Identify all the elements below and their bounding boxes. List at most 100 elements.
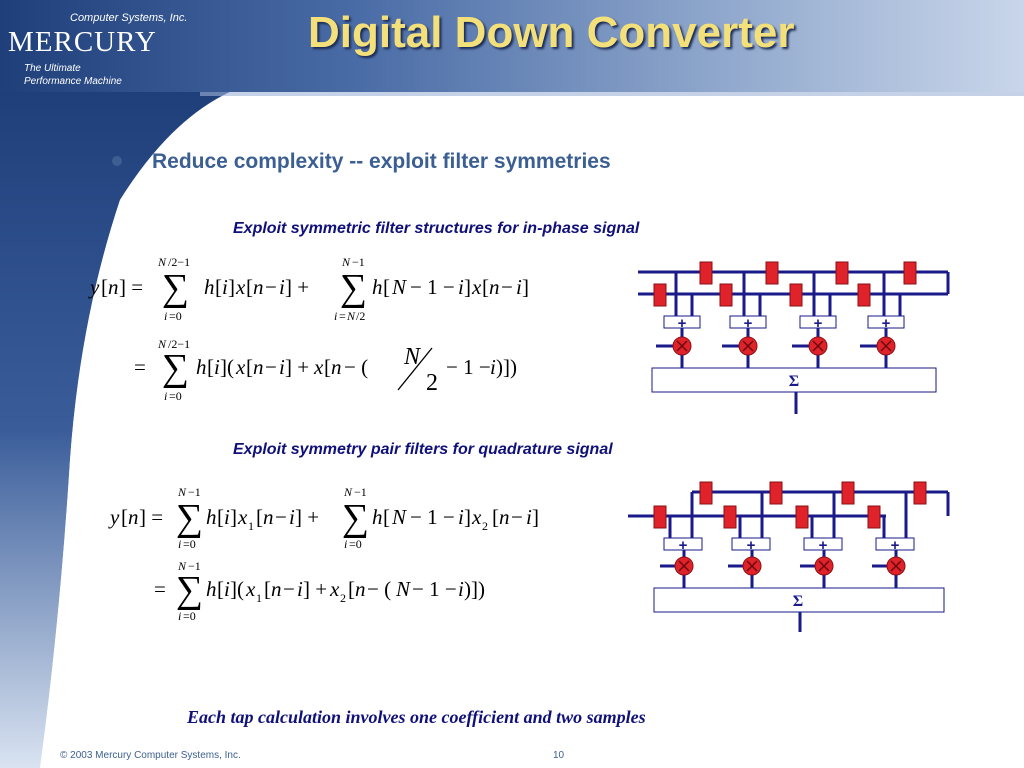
svg-text:−: − (265, 275, 277, 299)
svg-text:i: i (344, 537, 347, 551)
svg-text:[: [ (348, 577, 355, 601)
svg-text:h: h (206, 505, 217, 529)
svg-text:i: i (297, 577, 303, 601)
svg-text:[: [ (217, 577, 224, 601)
svg-text:]: ] (464, 505, 471, 529)
svg-text:∑: ∑ (342, 497, 369, 539)
svg-text:x: x (245, 577, 256, 601)
svg-text:i: i (458, 577, 464, 601)
svg-text:∑: ∑ (176, 497, 203, 539)
svg-text:+: + (819, 537, 828, 554)
svg-text:[: [ (256, 505, 263, 529)
svg-text:/2: /2 (356, 309, 365, 323)
logo-tagline-1: The Ultimate (24, 63, 81, 74)
svg-text:−: − (275, 505, 287, 529)
inphase-subtitle: Exploit symmetric filter structures for … (233, 220, 640, 237)
svg-text:−1: −1 (354, 485, 367, 499)
svg-text:N: N (346, 309, 356, 323)
svg-text:n: n (253, 355, 264, 379)
svg-text:x: x (329, 577, 340, 601)
svg-text:i: i (164, 389, 167, 403)
svg-text:]: ] (464, 275, 471, 299)
svg-text:n: n (128, 505, 139, 529)
svg-text:N: N (177, 559, 187, 573)
svg-text:] +: ] + (295, 505, 319, 529)
svg-text:)]): )]) (464, 577, 485, 601)
svg-text:] +: ] + (285, 355, 309, 379)
svg-text:i: i (526, 505, 532, 529)
svg-text:i: i (222, 275, 228, 299)
svg-text:Σ: Σ (793, 593, 803, 610)
svg-text:=0: =0 (183, 537, 196, 551)
svg-text:N: N (403, 344, 422, 370)
svg-text:h: h (372, 275, 383, 299)
svg-text:n: n (499, 505, 510, 529)
svg-text:i: i (516, 275, 522, 299)
svg-text:−: − (511, 505, 523, 529)
svg-text:Σ: Σ (789, 373, 799, 390)
svg-text:2: 2 (340, 591, 346, 605)
svg-text:]: ] (230, 505, 237, 529)
svg-text:/2−1: /2−1 (168, 255, 190, 269)
svg-text:x: x (235, 275, 246, 299)
svg-text:−1: −1 (352, 255, 365, 269)
svg-text:[: [ (383, 275, 390, 299)
svg-text:− (: − ( (367, 577, 391, 601)
svg-text:[: [ (482, 275, 489, 299)
svg-text:h: h (206, 577, 217, 601)
svg-text:i: i (289, 505, 295, 529)
svg-text:i: i (334, 309, 337, 323)
svg-text:−1: −1 (188, 559, 201, 573)
svg-text:[: [ (383, 505, 390, 529)
svg-text:−: − (283, 577, 295, 601)
svg-text:N: N (177, 485, 187, 499)
svg-text:[: [ (246, 355, 253, 379)
quadrature-filter-diagram: + + + + Σ (628, 481, 950, 632)
footer-copyright: © 2003 Mercury Computer Systems, Inc. (60, 750, 241, 761)
svg-text:=: = (154, 577, 166, 601)
svg-text:∑: ∑ (176, 569, 203, 611)
logo-company-line: Computer Systems, Inc. (70, 12, 188, 24)
svg-text:N: N (391, 275, 407, 299)
svg-text:n: n (108, 275, 119, 299)
svg-text:2: 2 (426, 370, 438, 396)
svg-text:i: i (178, 537, 181, 551)
svg-text:− 1 −: − 1 − (410, 505, 455, 529)
summary-note: Each tap calculation involves one coeffi… (187, 707, 646, 727)
svg-text:n: n (489, 275, 500, 299)
svg-text:=: = (134, 355, 146, 379)
svg-text:−1: −1 (188, 485, 201, 499)
svg-text:+: + (744, 315, 753, 332)
svg-text:h: h (196, 355, 207, 379)
inphase-equations: y[n] = N/2−1 ∑ i=0 h[i] x[n−i] + N−1 ∑ i… (88, 255, 529, 403)
inphase-filter-diagram: + + + + Σ (638, 261, 950, 414)
svg-text:−: − (501, 275, 513, 299)
svg-text:i: i (224, 577, 230, 601)
svg-text:N: N (157, 255, 167, 269)
svg-text:[: [ (215, 275, 222, 299)
svg-text:n: n (253, 275, 264, 299)
svg-text:/2−1: /2−1 (168, 337, 190, 351)
svg-text:=0: =0 (349, 537, 362, 551)
svg-text:=: = (339, 309, 346, 323)
svg-text:+: + (891, 537, 900, 554)
svg-text:n: n (263, 505, 274, 529)
logo-tagline-2: Performance Machine (24, 76, 122, 87)
svg-text:i: i (490, 355, 496, 379)
svg-text:] +: ] + (285, 275, 309, 299)
svg-text:](: ]( (230, 577, 244, 601)
svg-text:x: x (237, 505, 248, 529)
svg-text:n: n (271, 577, 282, 601)
svg-text:] +: ] + (303, 577, 327, 601)
svg-text:N: N (343, 485, 353, 499)
svg-text:1: 1 (248, 519, 254, 533)
svg-text:2: 2 (482, 519, 488, 533)
slide-title: Digital Down Converter (308, 8, 795, 57)
svg-text:)]): )]) (496, 355, 517, 379)
svg-text:n: n (331, 355, 342, 379)
svg-text:− (: − ( (344, 355, 368, 379)
svg-text:− 1 −: − 1 − (410, 275, 455, 299)
svg-text:i: i (458, 505, 464, 529)
